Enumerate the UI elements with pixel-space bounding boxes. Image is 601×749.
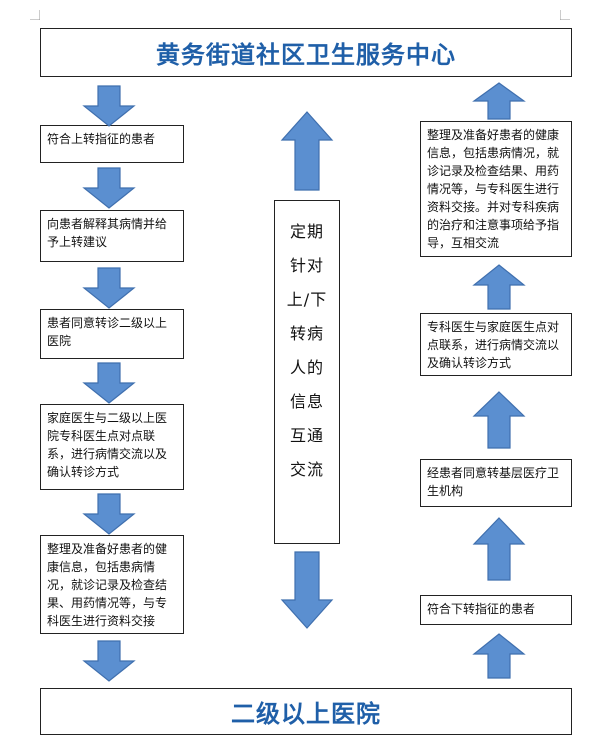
- up-arrow-icon: [472, 82, 526, 120]
- crop-mark-top-right: [560, 10, 570, 20]
- center-label-line-6: 信息: [289, 392, 324, 411]
- center-label-line-7: 互通: [289, 426, 324, 445]
- left-step-1: 符合上转指征的患者: [40, 125, 184, 163]
- left-step-1-text: 符合上转指征的患者: [47, 132, 156, 146]
- community-health-center-title-box: 黄务街道社区卫生服务中心: [40, 28, 572, 77]
- secondary-hospital-title: 二级以上医院: [231, 700, 381, 728]
- center-label-line-3: 上/下: [286, 290, 328, 309]
- right-step-2-text: 专科医生与家庭医生点对点联系，进行病情交流以及确认转诊方式: [427, 320, 560, 370]
- right-step-1-text: 整理及准备好患者的健康信息，包括患病情况，就诊记录及检查结果、用药情况等，与专科…: [427, 128, 560, 250]
- left-step-4: 家庭医生与二级以上医院专科医生点对点联系，进行病情交流以及确认转诊方式: [40, 404, 184, 490]
- down-arrow-icon: [82, 167, 136, 209]
- left-step-2-text: 向患者解释其病情并给予上转建议: [47, 217, 168, 249]
- down-arrow-icon: [82, 85, 136, 127]
- center-label-line-8: 交流: [289, 460, 324, 479]
- large-up-arrow-icon: [280, 111, 334, 191]
- center-label-line-5: 人的: [289, 358, 324, 377]
- right-step-3-text: 经患者同意转基层医疗卫生机构: [427, 466, 560, 498]
- down-arrow-icon: [82, 267, 136, 309]
- right-step-1: 整理及准备好患者的健康信息，包括患病情况，就诊记录及检查结果、用药情况等，与专科…: [420, 121, 572, 257]
- community-health-center-title: 黄务街道社区卫生服务中心: [156, 41, 456, 69]
- down-arrow-icon: [82, 493, 136, 535]
- left-step-2: 向患者解释其病情并给予上转建议: [40, 210, 184, 262]
- up-arrow-icon: [472, 391, 526, 449]
- left-step-5-text: 整理及准备好患者的健康信息，包括患病情况，就诊记录及检查结果、用药情况等，与专科…: [47, 542, 168, 628]
- down-arrow-icon: [82, 640, 136, 682]
- up-arrow-icon: [472, 517, 526, 581]
- large-down-arrow-icon: [280, 551, 334, 629]
- center-label-line-4: 转病: [289, 324, 324, 343]
- down-arrow-icon: [82, 362, 136, 404]
- crop-mark-top-left: [30, 10, 40, 20]
- right-step-3: 经患者同意转基层医疗卫生机构: [420, 459, 572, 507]
- left-step-4-text: 家庭医生与二级以上医院专科医生点对点联系，进行病情交流以及确认转诊方式: [47, 411, 168, 479]
- center-label-line-1: 定期: [289, 222, 324, 241]
- up-arrow-icon: [472, 633, 526, 679]
- left-step-5: 整理及准备好患者的健康信息，包括患病情况，就诊记录及检查结果、用药情况等，与专科…: [40, 535, 184, 634]
- left-step-3-text: 患者同意转诊二级以上医院: [47, 316, 168, 348]
- right-step-2: 专科医生与家庭医生点对点联系，进行病情交流以及确认转诊方式: [420, 313, 572, 376]
- up-arrow-icon: [472, 264, 526, 310]
- right-step-4: 符合下转指征的患者: [420, 595, 572, 625]
- left-step-3: 患者同意转诊二级以上医院: [40, 309, 184, 359]
- secondary-hospital-title-box: 二级以上医院: [40, 688, 572, 735]
- center-label-line-2: 针对: [289, 256, 324, 275]
- right-step-4-text: 符合下转指征的患者: [427, 602, 536, 616]
- info-exchange-label-box: 定期 针对 上/下 转病 人的 信息 互通 交流: [274, 200, 340, 544]
